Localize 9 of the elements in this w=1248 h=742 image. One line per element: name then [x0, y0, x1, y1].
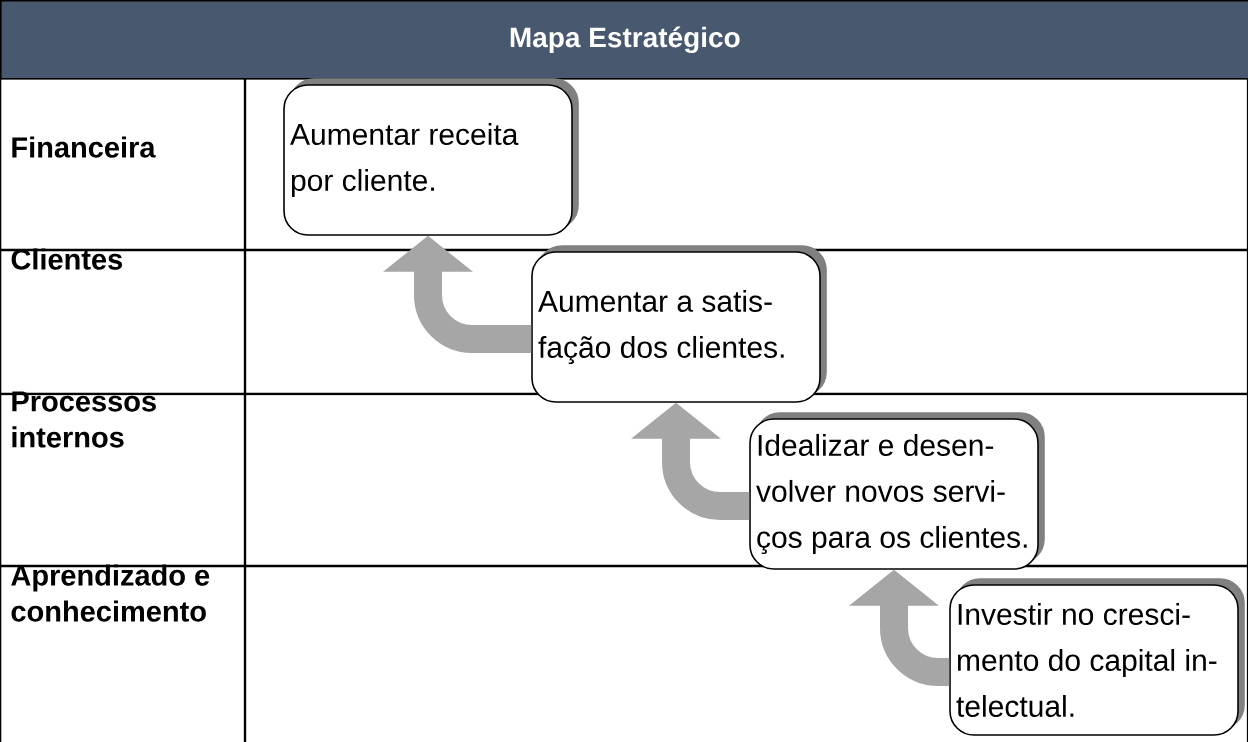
objective-box: Idealizar e desen- volver novos servi- ços para os clientes. — [749, 412, 1045, 570]
row-header: Clientes — [11, 248, 123, 270]
row-header: Processos internos — [12, 391, 156, 448]
row-header: Aprendizado e conhecimento — [11, 564, 210, 622]
title-bar: Mapa Estratégico — [0, 0, 1248, 80]
row-header: Financeira — [12, 136, 156, 158]
objective-box: Aumentar a satis- fação dos clientes. — [531, 245, 827, 403]
objective-box: Aumentar receita por cliente. — [283, 78, 579, 236]
objective-box: Investir no cresci- mento do capital in- telectual. — [949, 578, 1245, 736]
